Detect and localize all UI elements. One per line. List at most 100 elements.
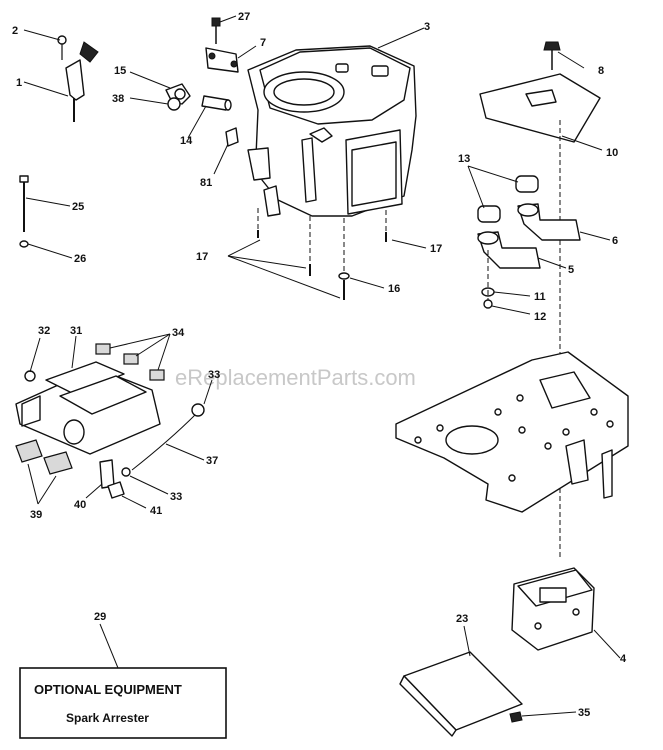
leader-34-a bbox=[109, 333, 171, 349]
callout-40: 40 bbox=[74, 499, 86, 511]
leader-33-bottom bbox=[129, 475, 169, 495]
air-cleaner-part-31 bbox=[15, 361, 161, 455]
heat-shield-part-10 bbox=[479, 73, 601, 143]
engine-bolts-part-17 bbox=[257, 208, 387, 300]
callout-35: 35 bbox=[578, 707, 590, 719]
callout-6: 6 bbox=[612, 235, 618, 247]
optional-equipment-subtitle: Spark Arrester bbox=[66, 711, 149, 725]
callout-8: 8 bbox=[598, 65, 604, 77]
leader-40 bbox=[85, 483, 103, 499]
seal-part-32 bbox=[24, 370, 36, 382]
leader-41 bbox=[121, 495, 147, 509]
leader-81 bbox=[213, 143, 229, 175]
leader-7 bbox=[237, 45, 257, 59]
callout-31: 31 bbox=[70, 325, 82, 337]
throttle-control-part bbox=[57, 35, 99, 122]
leader-10 bbox=[561, 135, 603, 151]
leader-39-b bbox=[37, 475, 57, 505]
callout-27: 27 bbox=[238, 11, 250, 23]
callout-10: 10 bbox=[606, 147, 618, 159]
optional-equipment-box: OPTIONAL EQUIPMENT Spark Arrester bbox=[19, 667, 227, 739]
leader-11 bbox=[493, 291, 531, 297]
exhaust-pipe-part-5 bbox=[477, 231, 541, 269]
callout-26: 26 bbox=[74, 253, 86, 265]
engine-part-3 bbox=[247, 45, 417, 217]
callout-5: 5 bbox=[568, 264, 574, 276]
callout-29: 29 bbox=[94, 611, 106, 623]
washer-part-16 bbox=[338, 272, 350, 280]
leader-38 bbox=[129, 97, 169, 105]
callout-38: 38 bbox=[112, 93, 124, 105]
plug-part-38 bbox=[167, 97, 181, 111]
callout-23: 23 bbox=[456, 613, 468, 625]
leader-17-left-c bbox=[227, 255, 341, 299]
bolt-part-25 bbox=[19, 175, 29, 232]
spark-arrester-shield-part-23 bbox=[399, 651, 523, 737]
leader-3 bbox=[377, 27, 425, 49]
leader-15 bbox=[129, 71, 171, 89]
elbow-part-41 bbox=[107, 481, 125, 499]
breather-hose-part-37 bbox=[131, 403, 205, 471]
callout-34: 34 bbox=[172, 327, 185, 339]
tube-part-14 bbox=[201, 95, 232, 111]
washer-part-26 bbox=[19, 240, 29, 248]
chassis-plate bbox=[395, 351, 629, 513]
callout-4: 4 bbox=[620, 653, 627, 665]
leader-13-b bbox=[467, 165, 485, 209]
leader-17-right bbox=[391, 239, 427, 249]
leader-26 bbox=[27, 243, 73, 259]
leader-31 bbox=[71, 335, 77, 369]
leader-4 bbox=[593, 629, 621, 659]
leader-37 bbox=[165, 443, 205, 461]
spacer-part-34 bbox=[95, 343, 165, 381]
callout-39: 39 bbox=[30, 509, 42, 521]
watermark: eReplacementParts.com bbox=[175, 365, 416, 390]
leader-17-left-b bbox=[227, 255, 307, 269]
callout-41: 41 bbox=[150, 505, 162, 517]
leader-1 bbox=[23, 81, 69, 97]
callout-7: 7 bbox=[260, 37, 266, 49]
callout-11: 11 bbox=[534, 291, 546, 303]
leader-8 bbox=[557, 51, 585, 69]
leader-39-a bbox=[27, 463, 39, 505]
callout-3: 3 bbox=[424, 21, 430, 33]
leader-23 bbox=[463, 625, 471, 657]
leader-2 bbox=[23, 29, 61, 41]
leader-12 bbox=[491, 305, 531, 315]
callout-2: 2 bbox=[12, 25, 18, 37]
leader-32 bbox=[29, 337, 41, 373]
leader-35 bbox=[521, 711, 577, 717]
muffler-part-4 bbox=[511, 567, 595, 651]
exhaust-pipe-part-6 bbox=[517, 203, 581, 241]
screw-part-35 bbox=[509, 711, 523, 723]
callout-15: 15 bbox=[114, 65, 126, 77]
leader-34-c bbox=[157, 333, 171, 371]
leader-25 bbox=[25, 197, 71, 207]
callout-32: 32 bbox=[38, 325, 50, 337]
callout-33-top: 33 bbox=[208, 369, 220, 381]
callout-25: 25 bbox=[72, 201, 84, 213]
callout-17-right: 17 bbox=[430, 243, 442, 255]
stud-part-81 bbox=[225, 127, 239, 147]
leader-29 bbox=[99, 623, 119, 669]
leader-14 bbox=[187, 105, 207, 139]
leader-16 bbox=[349, 277, 385, 289]
filter-part-39 bbox=[15, 439, 73, 475]
gasket-part-13 bbox=[477, 175, 539, 223]
callout-37: 37 bbox=[206, 455, 218, 467]
screw-part-27 bbox=[211, 17, 221, 44]
leader-5 bbox=[537, 257, 567, 269]
fitting-part-40 bbox=[99, 459, 115, 489]
leader-13-a bbox=[467, 165, 519, 183]
optional-equipment-title: OPTIONAL EQUIPMENT bbox=[34, 682, 182, 697]
callout-13: 13 bbox=[458, 153, 470, 165]
callout-1: 1 bbox=[16, 77, 22, 89]
screw-part-8 bbox=[543, 41, 561, 70]
leader-6 bbox=[579, 231, 611, 241]
leader-27 bbox=[219, 15, 237, 23]
callout-16: 16 bbox=[388, 283, 400, 295]
callout-12: 12 bbox=[534, 311, 546, 323]
callout-81: 81 bbox=[200, 177, 212, 189]
leader-34-b bbox=[135, 333, 171, 357]
